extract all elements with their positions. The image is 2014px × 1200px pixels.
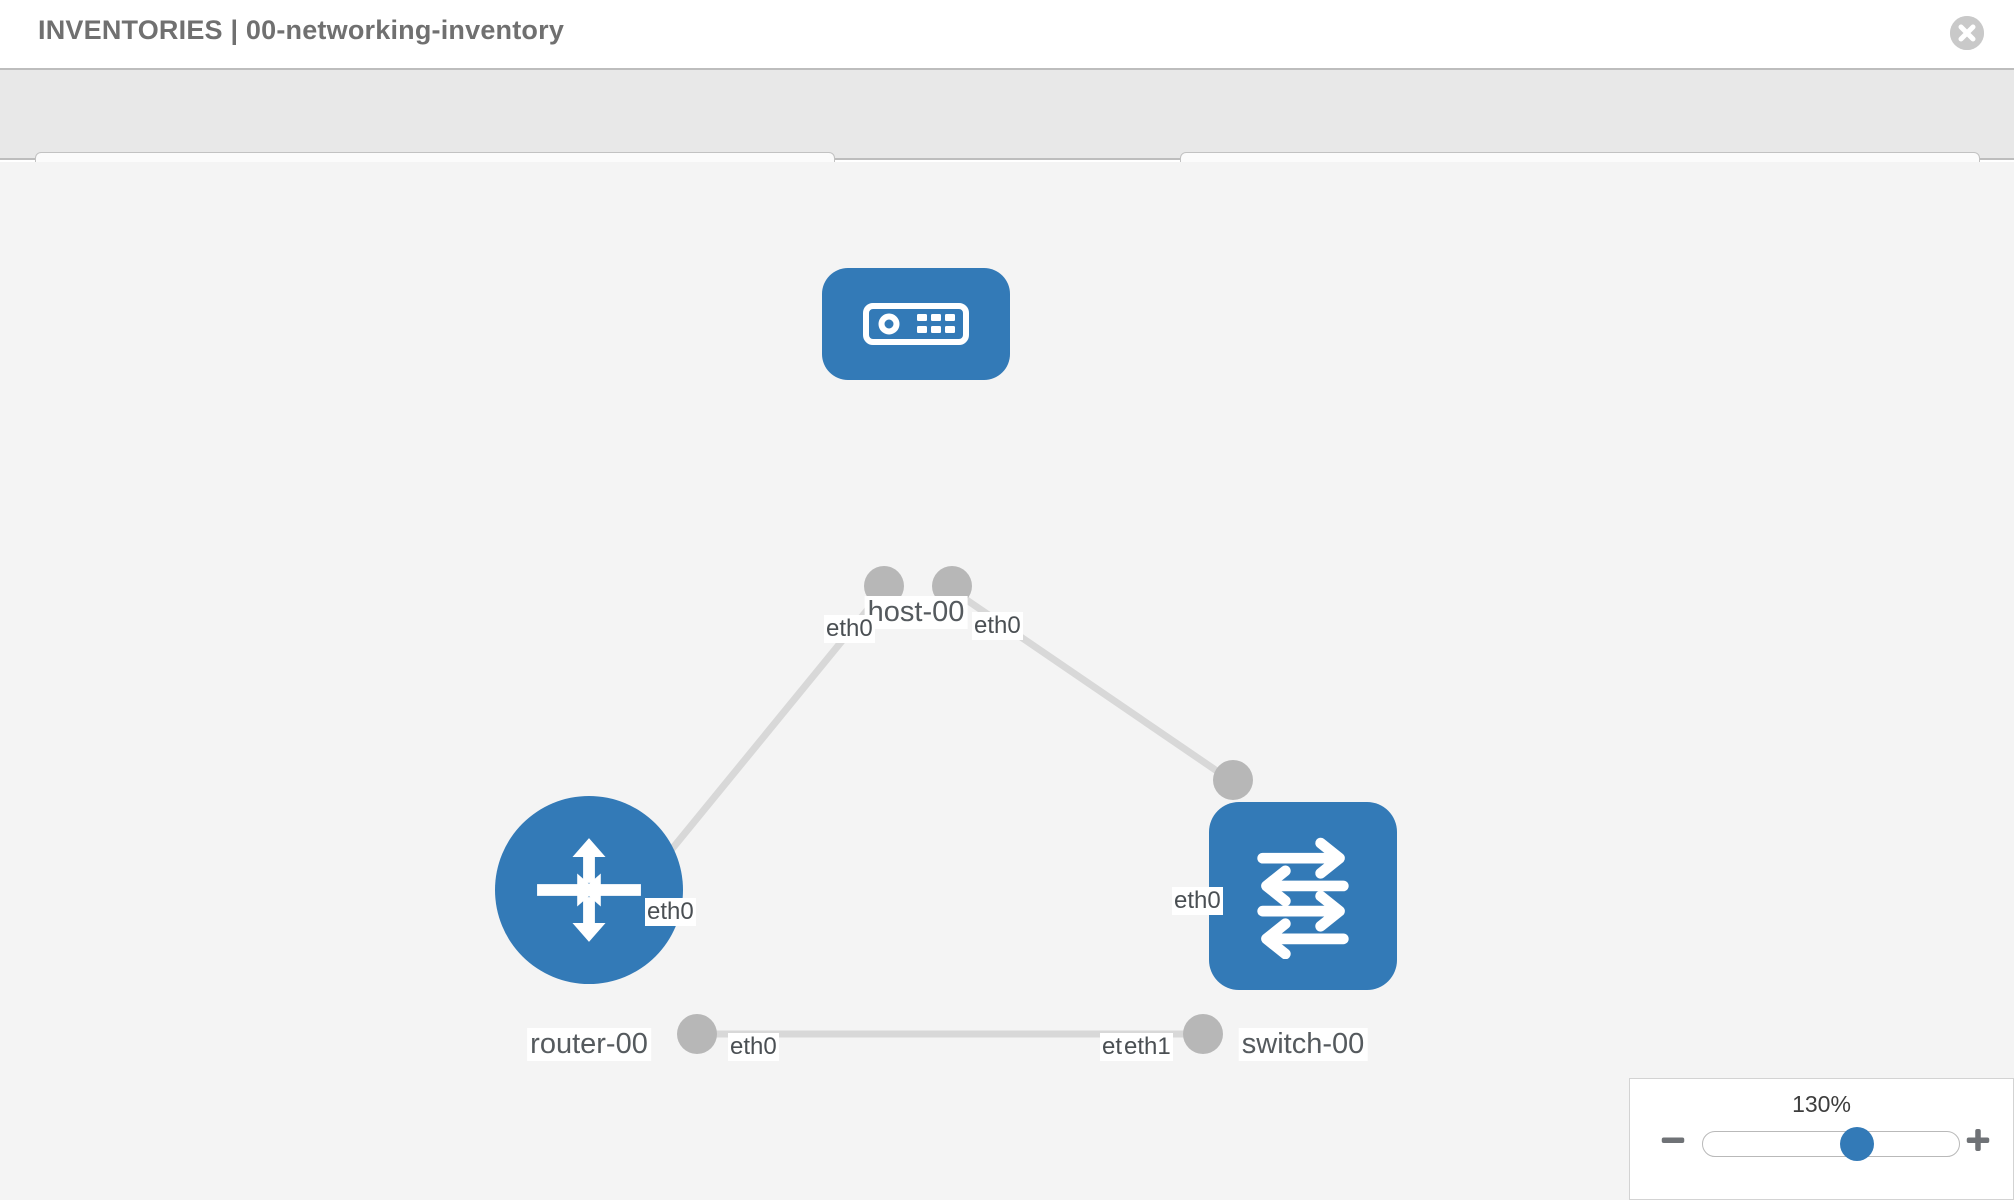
edge-label-host-router: eth0 bbox=[824, 615, 875, 643]
topology-graph: host-00 bbox=[0, 162, 2014, 1200]
node-switch-00[interactable] bbox=[1209, 802, 1397, 990]
edge-label-router-switch: eth0 bbox=[728, 1033, 779, 1061]
page-title: INVENTORIES | 00-networking-inventory bbox=[38, 15, 565, 45]
zoom-slider[interactable] bbox=[1702, 1127, 1960, 1161]
node-switch-00-shape[interactable] bbox=[1209, 802, 1397, 990]
node-host-00-shape[interactable] bbox=[822, 268, 1010, 380]
page-header: INVENTORIES | 00-networking-inventory bbox=[0, 0, 2014, 68]
port-switch-eth0[interactable] bbox=[1213, 760, 1253, 800]
toolbar: ACTIONS SEARCH bbox=[0, 68, 2014, 208]
zoom-slider-thumb[interactable] bbox=[1839, 1127, 1874, 1161]
port-router-eth0[interactable] bbox=[677, 1014, 717, 1054]
zoom-in-button[interactable] bbox=[1963, 1125, 1993, 1160]
edge-label-host-switch: eth0 bbox=[972, 612, 1023, 640]
close-icon bbox=[1950, 16, 1984, 50]
close-button[interactable] bbox=[1950, 16, 1984, 50]
edge-label-switch-eth1: eth1 bbox=[1122, 1033, 1173, 1061]
node-router-00[interactable] bbox=[495, 796, 683, 984]
zoom-level-value: 130% bbox=[1792, 1091, 1851, 1117]
zoom-control-panel: 130% bbox=[1629, 1078, 2014, 1200]
router-icon bbox=[537, 838, 641, 942]
node-host-00[interactable] bbox=[822, 268, 1010, 380]
minus-icon bbox=[1661, 1137, 1685, 1143]
edge-label-router-host: eth0 bbox=[645, 898, 696, 926]
node-router-00-label: router-00 bbox=[527, 1028, 651, 1061]
zoom-out-button[interactable] bbox=[1658, 1125, 1688, 1160]
port-switch-eth1[interactable] bbox=[1183, 1014, 1223, 1054]
plus-icon bbox=[1966, 1129, 1990, 1151]
node-router-00-shape[interactable] bbox=[495, 796, 683, 984]
topology-canvas[interactable]: host-00 bbox=[0, 162, 2014, 1200]
switch-icon bbox=[1257, 837, 1349, 959]
server-icon bbox=[863, 303, 969, 345]
node-host-00-label: host-00 bbox=[864, 596, 968, 629]
edge-label-switch-host: eth0 bbox=[1172, 887, 1223, 915]
node-switch-00-label: switch-00 bbox=[1238, 1028, 1368, 1061]
